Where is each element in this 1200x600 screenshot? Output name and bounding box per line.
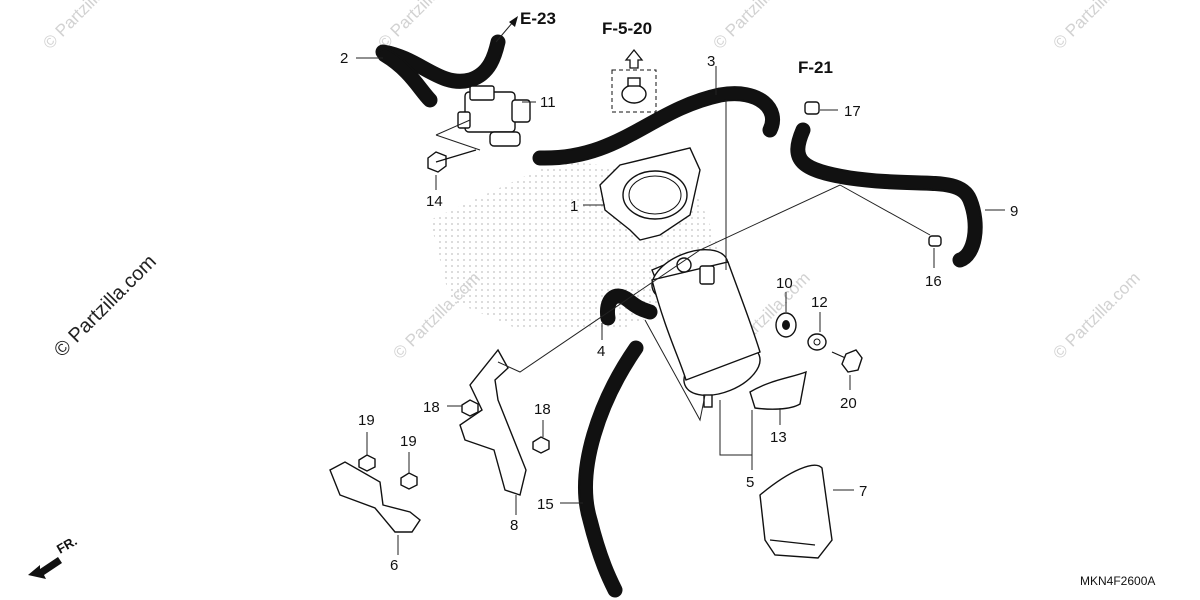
reference-f520: F-5-20: [602, 19, 652, 38]
arrow-head-icon: [509, 16, 518, 27]
bracket-6: [329, 461, 421, 533]
hose-4: [599, 288, 658, 326]
bracket-8: [459, 348, 527, 496]
clamp-17: [804, 101, 820, 115]
arrow-e23: [495, 21, 514, 43]
clamp-reference-box: [611, 48, 657, 113]
part-number-19: 19: [400, 433, 417, 450]
reference-f21: F-21: [798, 58, 833, 77]
hose-3: [532, 86, 780, 166]
bolt-19: [400, 472, 418, 490]
canister-holder-1: [599, 147, 701, 241]
part-number-18: 18: [423, 399, 440, 416]
grommet-10: [775, 312, 797, 338]
watermark-side-text: © Partzilla.com: [50, 251, 161, 362]
canister-5: [651, 248, 761, 408]
hose-9: [790, 122, 983, 268]
part-number-20: 20: [840, 395, 857, 412]
cover-7: [759, 464, 833, 559]
part-number-4: 4: [597, 343, 605, 360]
part-number-labels: 1 2 3 4 5 6 7 8 9 10 11 12 13 14 15 16 1…: [340, 50, 1018, 574]
clamp-16: [928, 235, 942, 247]
part-number-8: 8: [510, 517, 518, 534]
part-number-3: 3: [707, 53, 715, 70]
part-number-10: 10: [776, 275, 793, 292]
part-number-12: 12: [811, 294, 828, 311]
part-number-19: 19: [358, 412, 375, 429]
washer-12: [807, 333, 827, 351]
watermark-text: © Partzilla.com: [39, 0, 133, 53]
watermark-text: © Partzilla.com: [709, 0, 803, 53]
bolt-18: [532, 436, 550, 454]
pad-13: [749, 370, 807, 410]
solenoid-valve-11: [457, 85, 531, 147]
part-number-18: 18: [534, 401, 551, 418]
front-direction-indicator: FR.: [28, 533, 80, 579]
hose-15: [578, 340, 644, 598]
front-label: FR.: [54, 533, 80, 556]
hose-2: [375, 34, 506, 108]
part-number-9: 9: [1010, 203, 1018, 220]
part-number-5: 5: [746, 474, 754, 491]
bolt-20: [831, 349, 863, 373]
up-arrow-icon: [624, 48, 644, 69]
part-number-7: 7: [859, 483, 867, 500]
watermark-text: © Partzilla.com: [1049, 268, 1143, 362]
part-number-2: 2: [340, 50, 348, 67]
part-number-16: 16: [925, 273, 942, 290]
watermark-text: © Partzilla.com: [374, 0, 468, 53]
part-number-11: 11: [540, 94, 556, 111]
part-number-13: 13: [770, 429, 787, 446]
reference-e23: E-23: [520, 9, 556, 28]
part-number-15: 15: [537, 496, 554, 513]
part-number-1: 1: [570, 198, 578, 215]
bolt-14: [427, 149, 477, 173]
watermark-text: © Partzilla.com: [1049, 0, 1143, 53]
diagram-code: MKN4F2600A: [1080, 574, 1155, 588]
front-arrow-icon: [28, 557, 62, 579]
bolt-19: [358, 454, 376, 472]
part-number-17: 17: [844, 103, 861, 120]
part-number-6: 6: [390, 557, 398, 574]
part-number-14: 14: [426, 193, 443, 210]
bolt-18: [461, 399, 479, 417]
leader-lines: [356, 57, 1005, 555]
